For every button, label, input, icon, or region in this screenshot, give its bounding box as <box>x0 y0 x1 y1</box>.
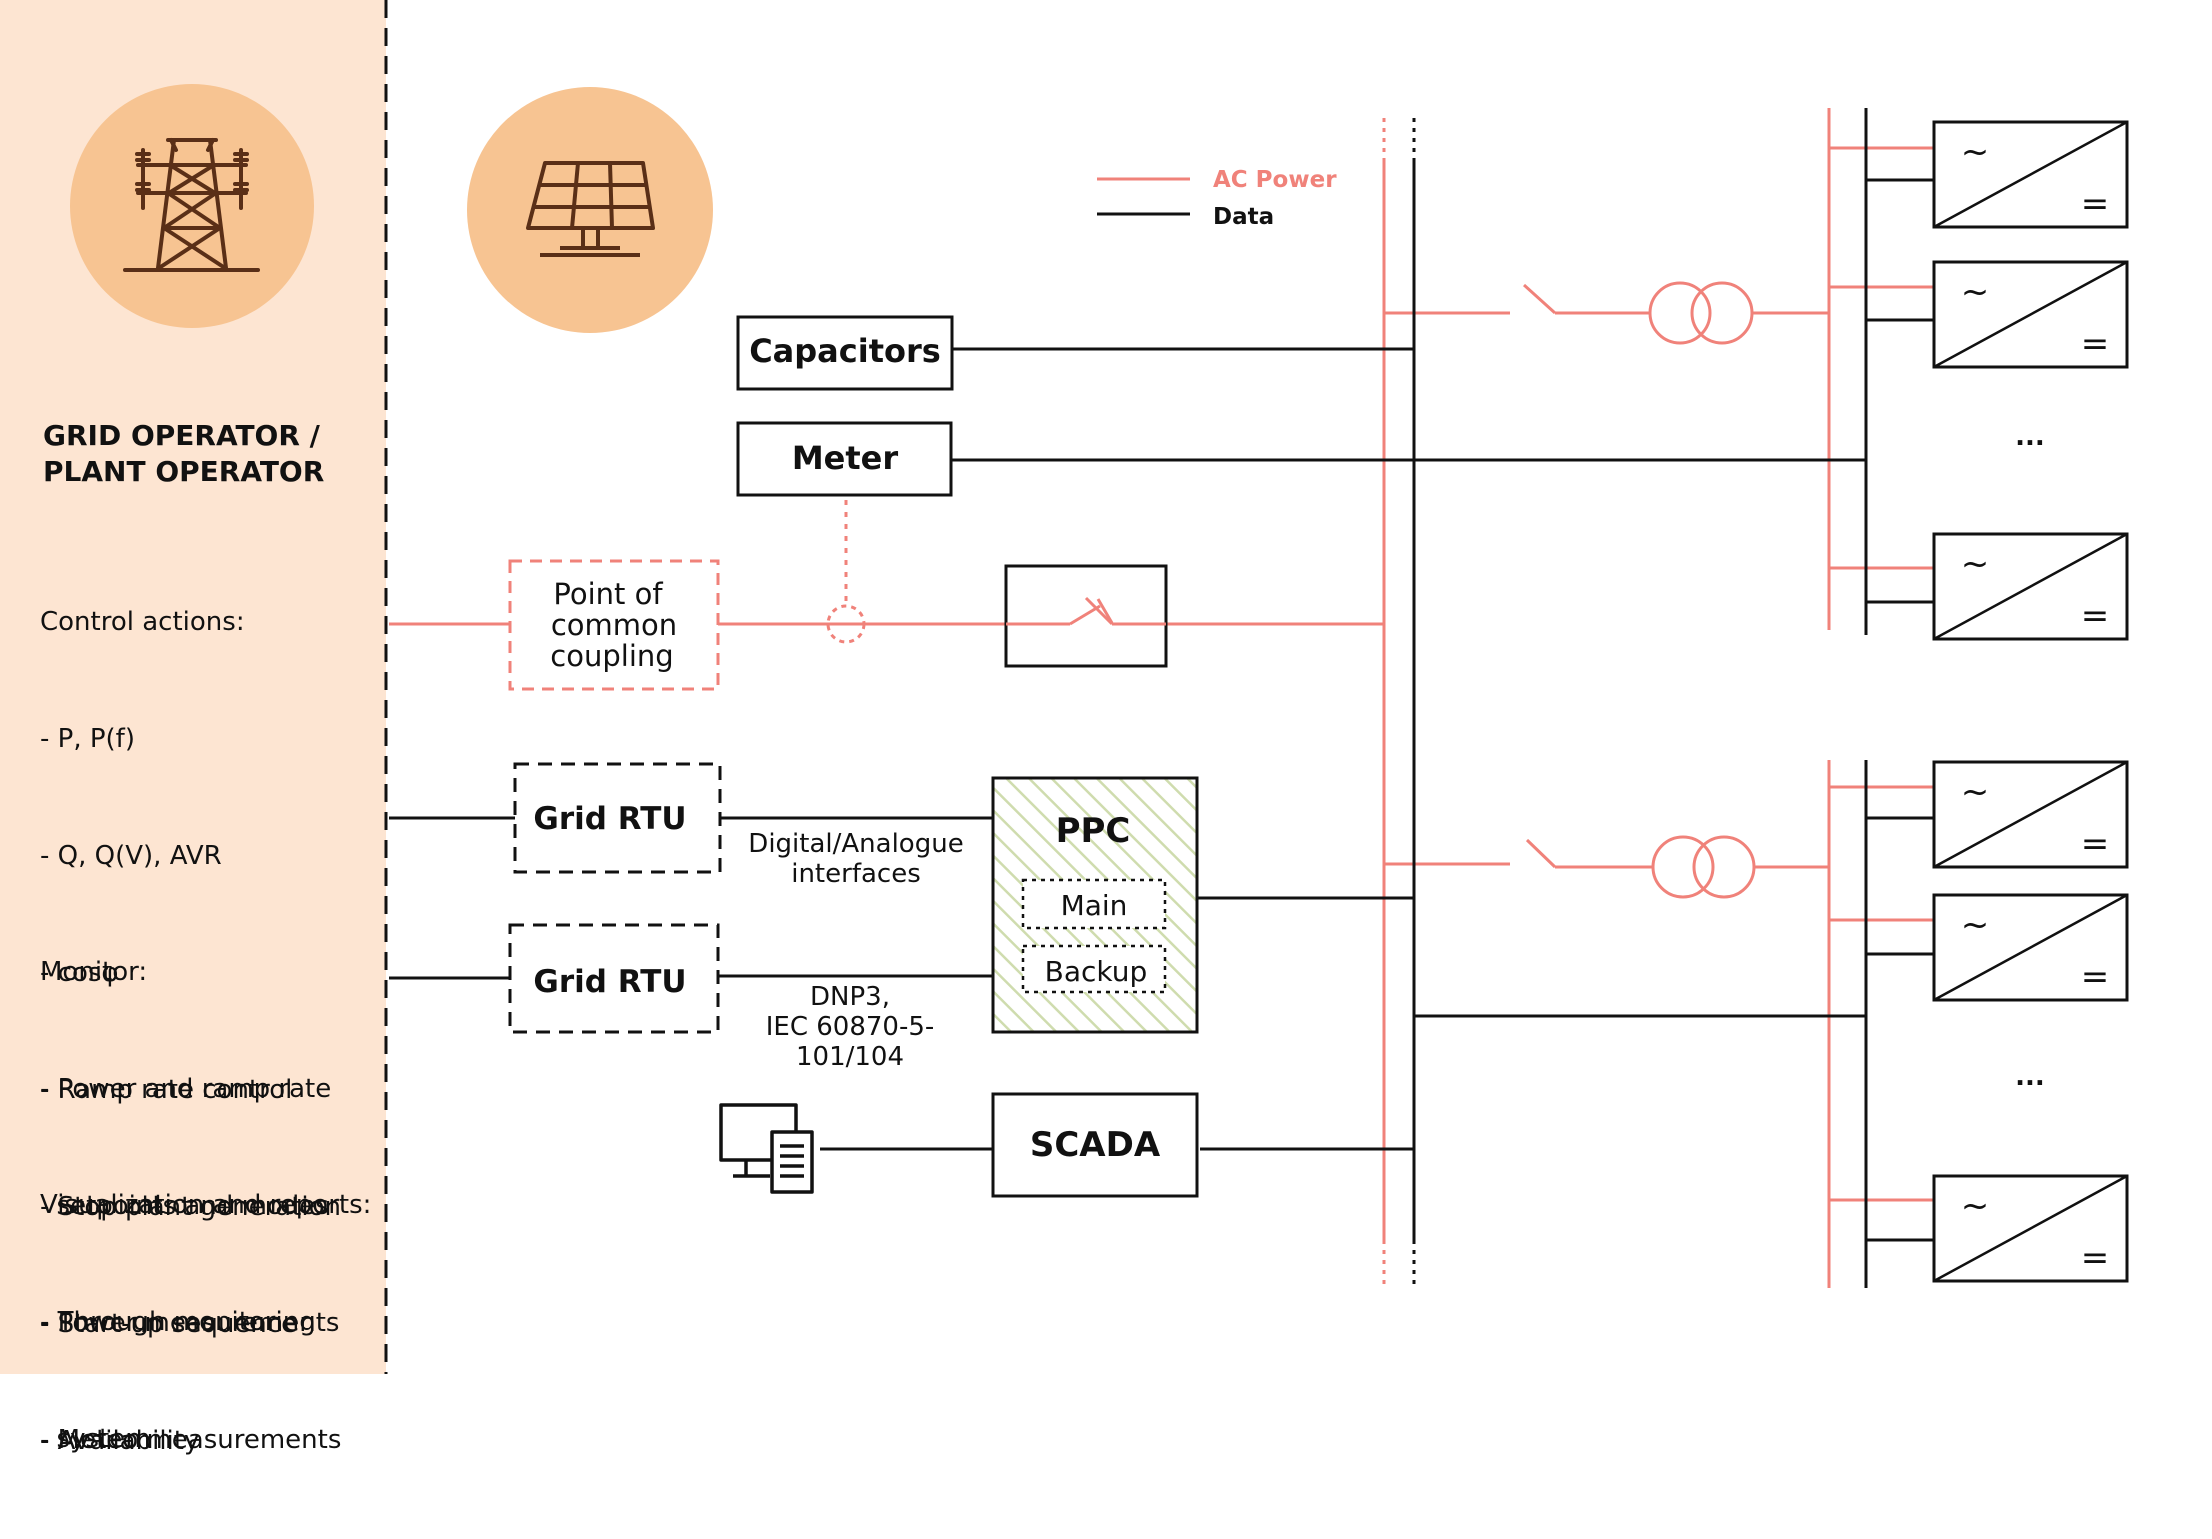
inverter: ~ = <box>1932 120 2129 229</box>
grid-rtu-2-label: Grid RTU <box>533 964 686 1000</box>
legend: AC Power Data <box>1097 167 1337 230</box>
list-item: setpoints and modes <box>40 1191 329 1221</box>
legend-data: Data <box>1213 204 1274 230</box>
capacitors-label: Capacitors <box>749 332 941 370</box>
legend-ac-power: AC Power <box>1213 167 1337 193</box>
inverter: ~ = <box>1932 1174 2129 1283</box>
inverter-dc-symbol: = <box>2081 1238 2110 1278</box>
monitor-heading: Monitor: <box>40 957 148 987</box>
inverter-ac-symbol: ~ <box>1961 772 1990 812</box>
workstation-icon <box>719 1103 814 1194</box>
diagram-stage: GRID OPERATOR / PLANT OPERATOR Control a… <box>0 0 2129 1456</box>
scada-label: SCADA <box>1030 1125 1161 1165</box>
pcc-label-line2: common <box>551 608 677 642</box>
inverter-ac-symbol: ~ <box>1961 272 1990 312</box>
meter-label: Meter <box>792 439 899 477</box>
list-item: - Power and ramp rate <box>40 1074 332 1104</box>
protocol-note-line3: 101/104 <box>796 1042 904 1072</box>
visualization-list: Visualization and reports: - Through mon… <box>40 1108 371 1537</box>
capacitors-box: Capacitors <box>736 315 954 391</box>
interfaces-note-line1: Digital/Analogue <box>748 829 963 859</box>
operator-title-line1: GRID OPERATOR / <box>43 419 320 452</box>
main-breaker-box <box>1004 564 1168 668</box>
ac-power-network <box>389 108 1934 1290</box>
visualization-heading: Visualization and reports: <box>40 1190 372 1220</box>
list-item: - Stop plant generation <box>40 1192 342 1222</box>
list-item: - Ramp rate control <box>40 1075 293 1105</box>
inverter: ~ = <box>1932 532 2129 641</box>
ppc-backup-label: Backup <box>1045 955 1148 988</box>
inverter: ~ = <box>1932 760 2129 869</box>
ellipsis: ... <box>2015 1062 2045 1092</box>
plant-diagram: AC Power Data <box>70 0 2129 1374</box>
scada-box: SCADA <box>991 1092 1199 1198</box>
inverter: ~ = <box>1932 893 2129 1002</box>
ppc-main-box <box>1021 878 1167 930</box>
pcc-label-line3: coupling <box>550 639 673 673</box>
ppc-main-label: Main <box>1061 889 1128 922</box>
list-item: system <box>40 1424 151 1454</box>
inverter-ac-symbol: ~ <box>1961 905 1990 945</box>
list-item: - P, P(f) <box>40 724 135 754</box>
grid-rtu-1: Grid RTU <box>513 762 722 874</box>
data-network <box>389 108 1934 1290</box>
inverter-dc-symbol: = <box>2081 184 2110 224</box>
ellipsis: ... <box>2015 422 2045 452</box>
pcc-label-line1: Point of <box>553 577 663 611</box>
transmission-tower-icon <box>70 84 314 328</box>
grid-rtu-1-label: Grid RTU <box>533 801 686 837</box>
protocol-note-line2: IEC 60870-5- <box>766 1012 935 1042</box>
inverter-ac-symbol: ~ <box>1961 132 1990 172</box>
control-actions-heading: Control actions: <box>40 607 245 637</box>
inverter: ~ = <box>1932 260 2129 369</box>
ppc-box: PPC Main Backup <box>991 776 1199 1034</box>
grid-rtu-2: Grid RTU <box>508 923 720 1034</box>
point-of-common-coupling: Point of common coupling <box>508 559 720 691</box>
list-item: - Start-up sequence <box>40 1309 298 1339</box>
interfaces-note-line2: interfaces <box>791 859 921 889</box>
operator-title-line2: PLANT OPERATOR <box>43 455 325 488</box>
inverter-dc-symbol: = <box>2081 596 2110 636</box>
ppc-backup-box <box>1021 944 1167 994</box>
list-item: - cosφ <box>40 958 119 988</box>
inverter-ac-symbol: ~ <box>1961 544 1990 584</box>
protocol-note-line1: DNP3, <box>810 982 890 1012</box>
inverter-dc-symbol: = <box>2081 957 2110 997</box>
ppc-title: PPC <box>1056 811 1131 851</box>
list-item: - Power measurements <box>40 1308 340 1338</box>
list-item: - Q, Q(V), AVR <box>40 841 222 871</box>
solar-panel-icon <box>467 87 713 333</box>
inverter-dc-symbol: = <box>2081 824 2110 864</box>
list-item: - Through monitoring <box>40 1307 316 1337</box>
meter-box: Meter <box>736 421 953 497</box>
inverter-ac-symbol: ~ <box>1961 1186 1990 1226</box>
operator-title: GRID OPERATOR / PLANT OPERATOR <box>43 418 324 490</box>
inverter-dc-symbol: = <box>2081 324 2110 364</box>
